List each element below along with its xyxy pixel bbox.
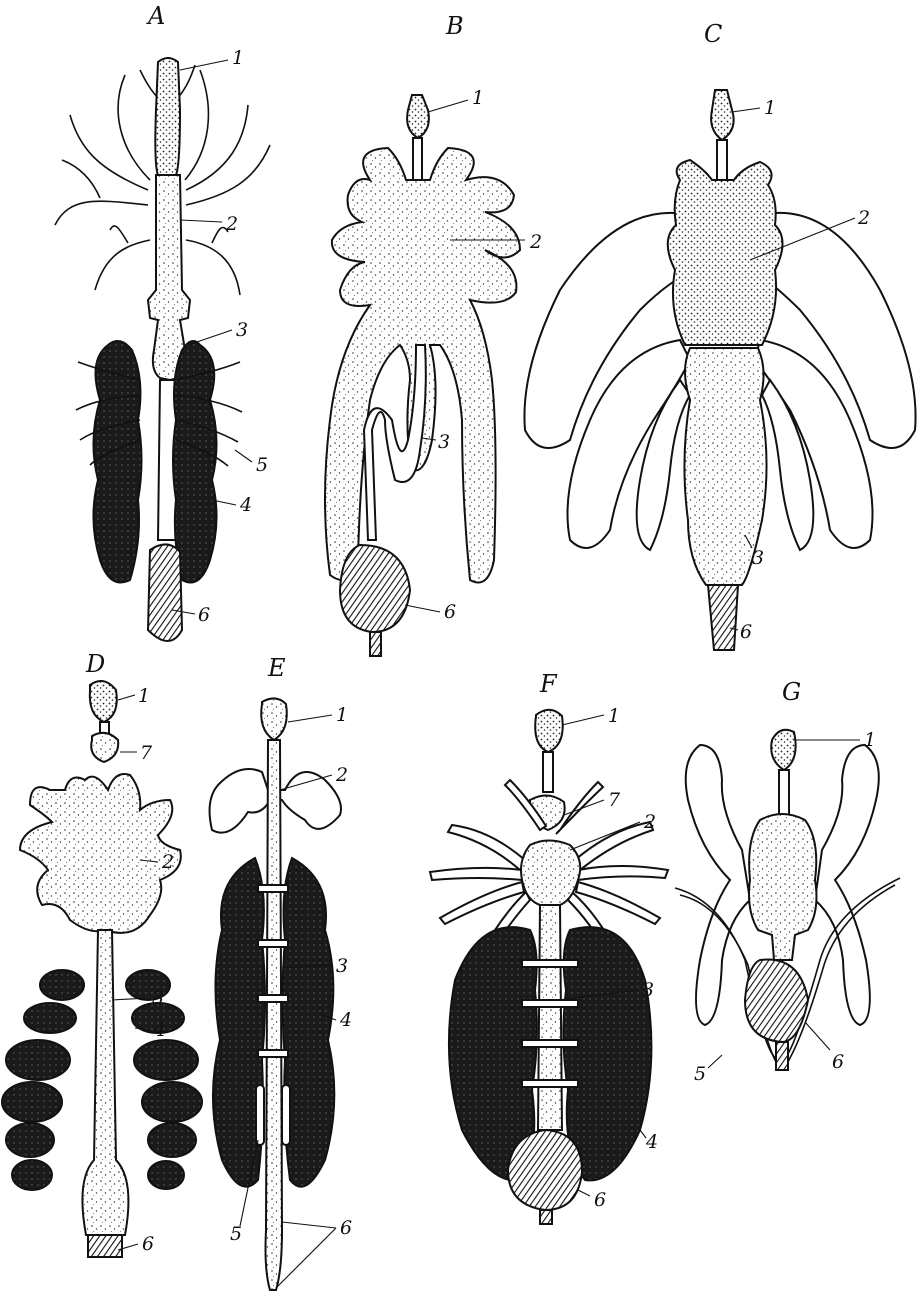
panel-e-label-1: 1: [336, 704, 348, 726]
panel-c-label-6: 6: [740, 621, 752, 643]
panel-d-label-1: 1: [138, 685, 150, 707]
panel-d-gizzard: [91, 733, 118, 762]
panel-g-neck: [779, 770, 789, 815]
panel-e-label-5: 5: [230, 1223, 242, 1245]
panel-c-midgut: [668, 160, 783, 345]
panel-g-midgut: [749, 814, 816, 960]
panel-g-label-1: 1: [864, 729, 876, 751]
panel-a-letter: A: [146, 2, 165, 30]
panel-d-midgut: [20, 774, 181, 933]
panel-f-label-1: 1: [608, 705, 620, 727]
panel-g-label-5: 5: [694, 1063, 706, 1085]
panel-b-crop: [407, 95, 429, 138]
panel-f-label-2: 2: [643, 811, 656, 833]
panel-a: A: [55, 2, 270, 641]
panel-b-letter: B: [445, 12, 464, 40]
panel-f-label-4: 4: [645, 1131, 658, 1153]
panel-a-label-2: 2: [225, 213, 238, 235]
panel-c-letter: C: [704, 20, 722, 48]
panel-e-letter: E: [267, 654, 286, 682]
panel-f-neck: [543, 752, 553, 792]
panel-d-label-7: 7: [140, 742, 153, 764]
panel-a-label-4: 4: [239, 494, 252, 516]
panel-a-right-gland: [173, 341, 217, 583]
panel-b-neck: [413, 138, 422, 180]
panel-g-anus: [776, 1042, 788, 1070]
panel-e-label-6: 6: [340, 1217, 352, 1239]
panel-b-label-3: 3: [438, 431, 450, 453]
panel-f-label-7: 7: [608, 789, 621, 811]
panel-b-label-6: 6: [444, 601, 456, 623]
panel-c-label-1: 1: [764, 97, 776, 119]
panel-b-anus: [370, 632, 381, 656]
panel-d: D 1 7 2 3: [2, 650, 202, 1257]
panel-g-crop: [771, 730, 795, 770]
panel-a-label-1: 1: [232, 47, 244, 69]
panel-d-rectum: [88, 1235, 122, 1257]
panel-f: F 1 7: [430, 670, 668, 1224]
panel-a-label-6: 6: [198, 604, 210, 626]
panel-c-neck: [717, 140, 727, 180]
panel-a-left-gland: [93, 341, 141, 583]
panel-f-midgut: [521, 841, 580, 906]
panel-f-anus: [540, 1210, 552, 1224]
panel-c: C 1 2 3 6: [524, 20, 915, 650]
panel-c-label-2: 2: [857, 207, 870, 229]
panel-f-crop: [535, 710, 563, 752]
panel-f-label-6: 6: [594, 1189, 606, 1211]
panel-f-rectum: [508, 1130, 582, 1210]
panel-e-label-2: 2: [335, 764, 348, 786]
panel-d-letter: D: [85, 650, 105, 678]
panel-a-rectum: [148, 544, 182, 641]
panel-b-rectum: [340, 545, 410, 632]
panel-a-crop: [155, 58, 180, 175]
panel-d-label-6: 6: [142, 1233, 154, 1255]
panel-d-label-2: 2: [161, 851, 174, 873]
panel-d-label-3: 3: [152, 987, 164, 1009]
panel-d-hindgut: [82, 930, 128, 1235]
panel-g: G 1 5 6: [675, 678, 900, 1085]
panel-a-label-5: 5: [256, 454, 268, 476]
panel-e-hindgut: [266, 740, 283, 1290]
panel-e-label-4: 4: [339, 1009, 352, 1031]
panel-b-label-2: 2: [529, 231, 542, 253]
panel-e-label-3: 3: [336, 955, 348, 977]
panel-g-caecum-left: [686, 745, 750, 1025]
panel-g-label-6: 6: [832, 1051, 844, 1073]
panel-e: E 1 2 3 4 5 6: [210, 654, 353, 1290]
panel-f-hindgut: [538, 905, 562, 1130]
panel-b-label-1: 1: [472, 87, 484, 109]
panel-d-crop: [90, 681, 117, 722]
panel-c-label-3: 3: [752, 547, 764, 569]
panel-b: B 1 2 3 6: [325, 12, 542, 656]
panel-f-label-3: 3: [642, 979, 654, 1001]
panel-a-label-3: 3: [236, 319, 248, 341]
panel-d-label-4: 4: [153, 1019, 166, 1041]
panel-c-rectum: [708, 585, 738, 650]
panel-e-crop: [261, 698, 287, 740]
panel-g-letter: G: [782, 678, 801, 706]
panel-f-letter: F: [539, 670, 558, 698]
panel-g-caecum-right: [815, 745, 879, 1025]
panel-c-crop: [711, 90, 734, 140]
panel-g-rectum: [745, 960, 808, 1043]
